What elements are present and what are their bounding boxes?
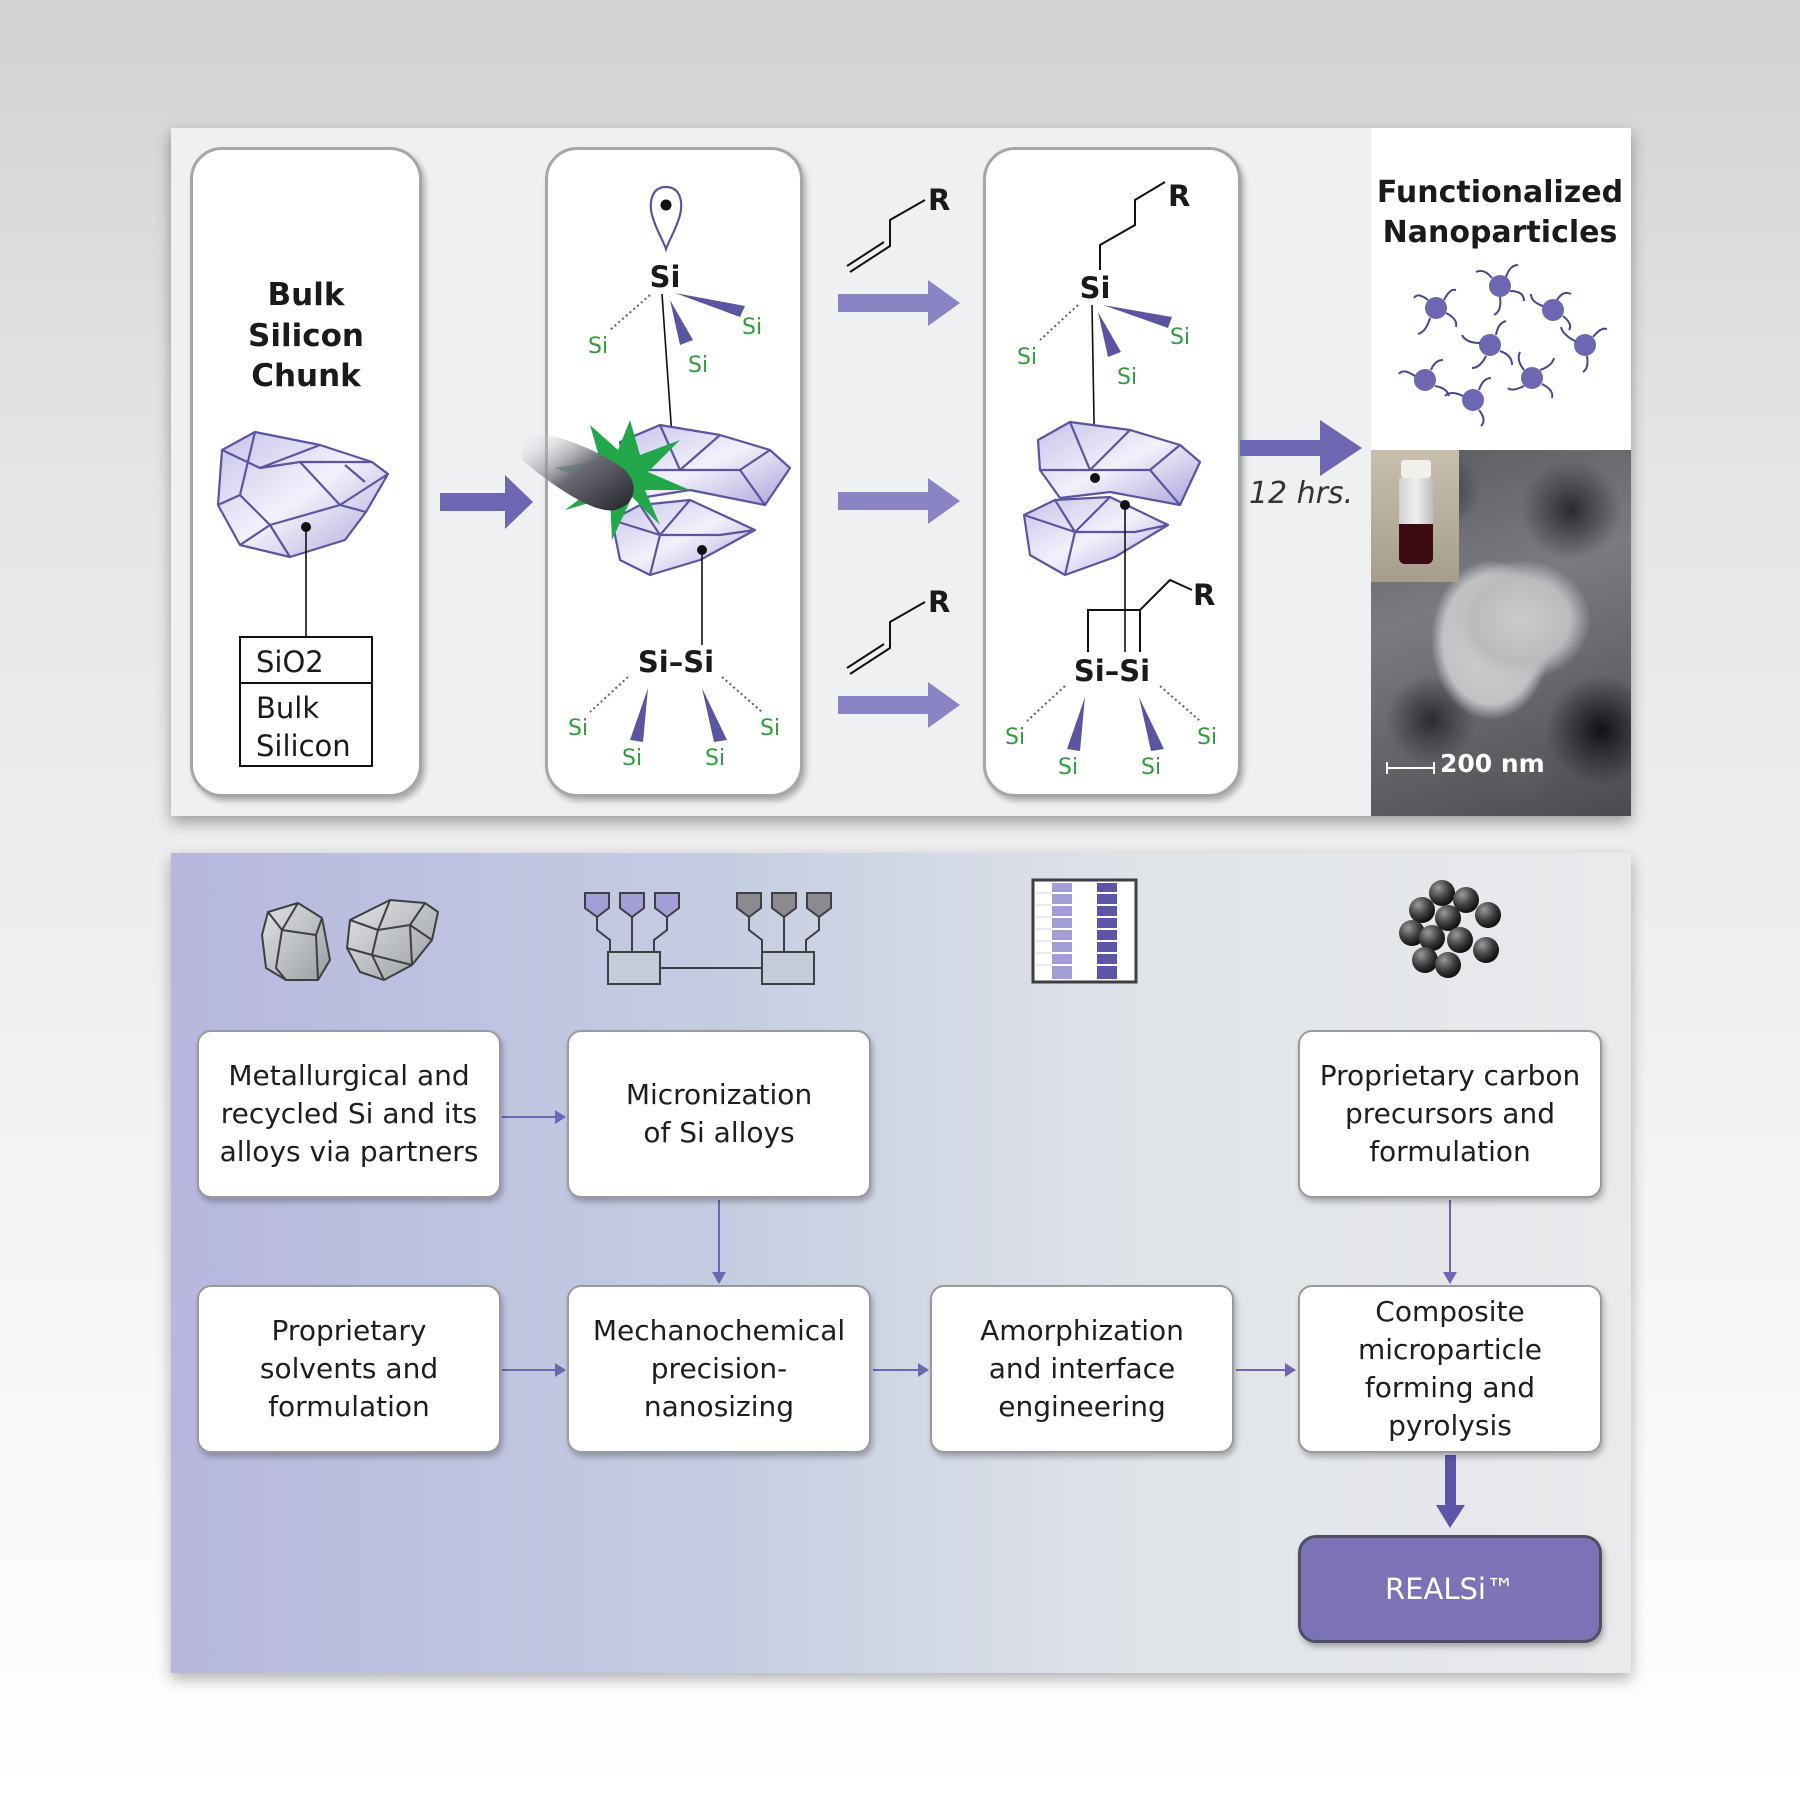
carbon-precursors-box: Proprietary carbon precursors and formul…: [1298, 1030, 1602, 1198]
micronization-equipment-icon: [585, 893, 831, 984]
interface-engineering-icon: [1033, 880, 1136, 982]
silicon-rock-icon: [262, 903, 330, 980]
micronization-box: Micronization of Si alloys: [567, 1030, 871, 1198]
final-arrow-to-product: [1436, 1455, 1465, 1528]
amorphization-box: Amorphization and interface engineering: [930, 1285, 1234, 1453]
metallurgical-si-box: Metallurgical and recycled Si and its al…: [197, 1030, 501, 1198]
mechanochemical-box: Mechanochemical precision- nanosizing: [567, 1285, 871, 1453]
composite-box: Composite microparticle forming and pyro…: [1298, 1285, 1602, 1453]
realsi-product-box: REALSi™: [1298, 1535, 1602, 1643]
carbon-particle-cluster-icon: [1399, 880, 1501, 978]
silicon-alloy-rock-icon: [347, 900, 438, 980]
solvents-box: Proprietary solvents and formulation: [197, 1285, 501, 1453]
